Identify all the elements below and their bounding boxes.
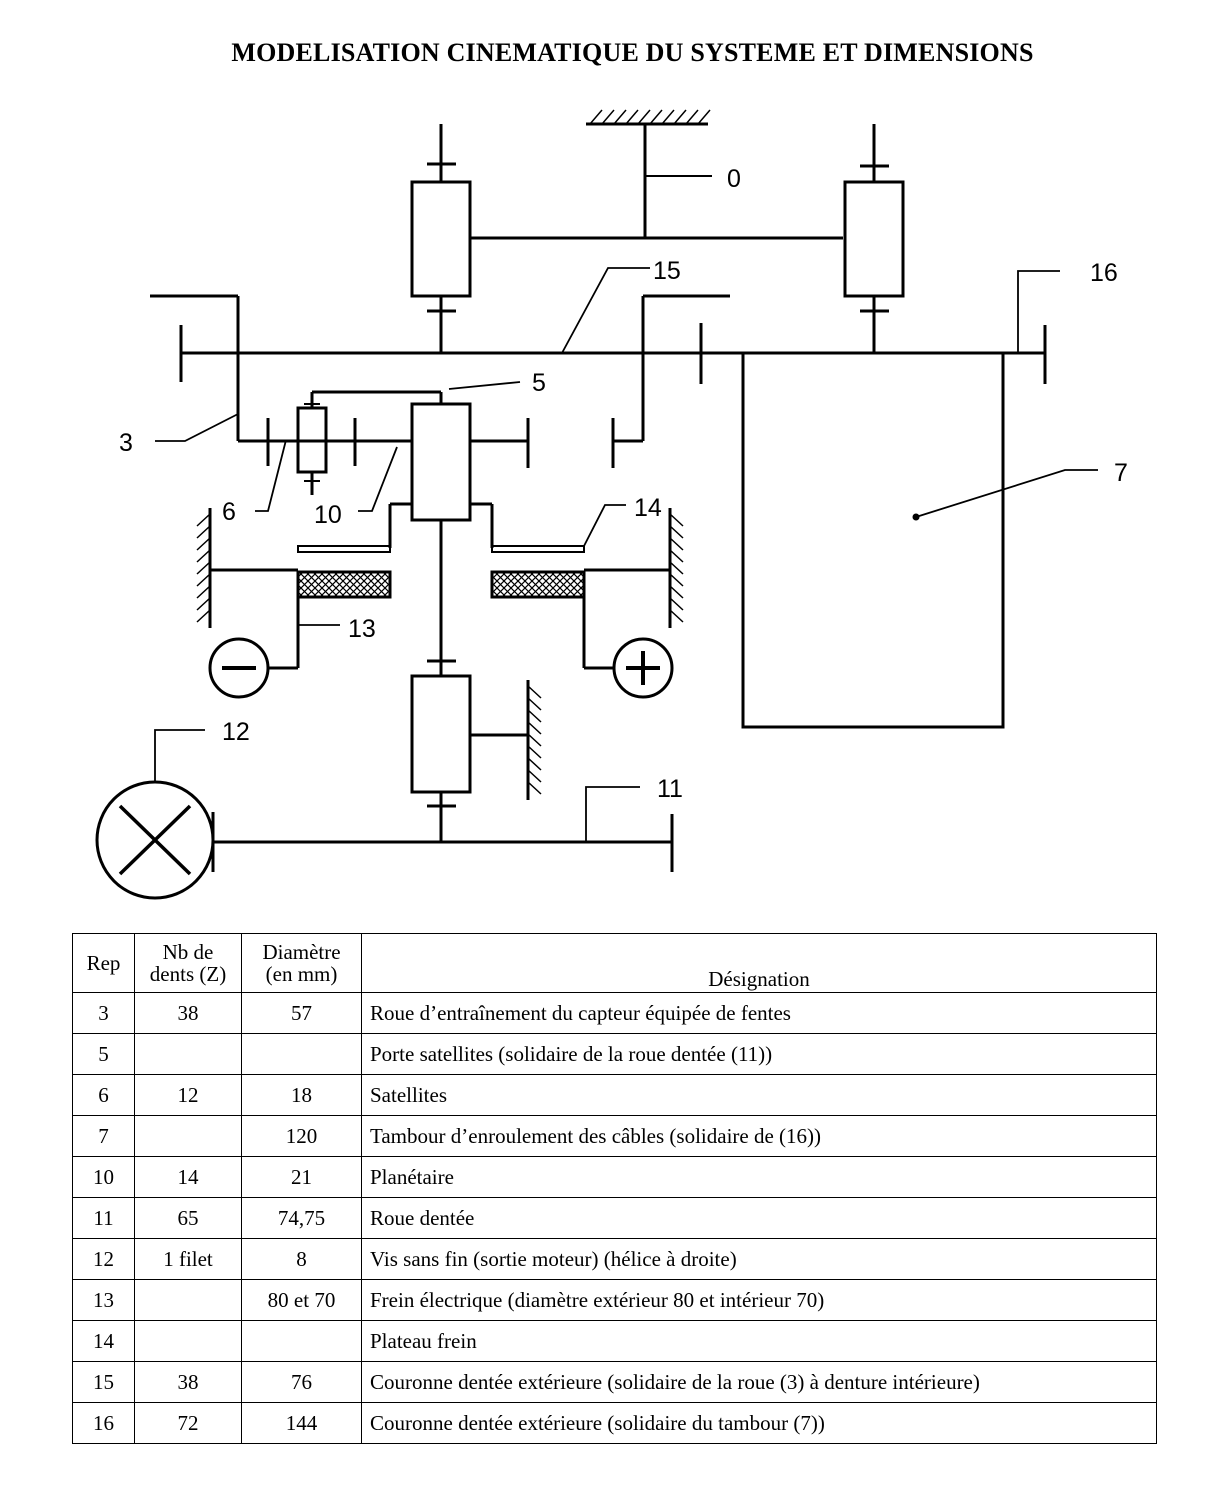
label-0: 0 bbox=[727, 165, 741, 193]
label-11: 11 bbox=[657, 775, 683, 803]
table-row: 14 Plateau frein bbox=[72, 1320, 1157, 1362]
cell-teeth bbox=[134, 1033, 242, 1075]
cell-diameter: 18 bbox=[241, 1074, 362, 1116]
cell-designation: Frein électrique (diamètre extérieur 80 … bbox=[361, 1279, 1157, 1321]
header-rep: Rep bbox=[72, 933, 135, 993]
label-16: 16 bbox=[1090, 259, 1118, 287]
cell-teeth: 65 bbox=[134, 1197, 242, 1239]
cell-diameter bbox=[241, 1320, 362, 1362]
cell-rep: 10 bbox=[72, 1156, 135, 1198]
cell-designation: Roue dentée bbox=[361, 1197, 1157, 1239]
cell-diameter: 21 bbox=[241, 1156, 362, 1198]
label-7: 7 bbox=[1114, 459, 1128, 487]
drum-7 bbox=[741, 351, 1005, 729]
cell-rep: 6 bbox=[72, 1074, 135, 1116]
cell-teeth: 14 bbox=[134, 1156, 242, 1198]
cell-designation: Porte satellites (solidaire de la roue d… bbox=[361, 1033, 1157, 1075]
electric-brake-13 bbox=[196, 508, 684, 699]
label-12: 12 bbox=[222, 718, 250, 746]
cell-teeth bbox=[134, 1115, 242, 1157]
cell-diameter: 8 bbox=[241, 1238, 362, 1280]
bearing-upper-left bbox=[410, 124, 472, 353]
cell-designation: Couronne dentée extérieure (solidaire de… bbox=[361, 1361, 1157, 1403]
cell-designation: Couronne dentée extérieure (solidaire du… bbox=[361, 1402, 1157, 1444]
label-6: 6 bbox=[222, 498, 236, 526]
cell-designation: Plateau frein bbox=[361, 1320, 1157, 1362]
cell-rep: 16 bbox=[72, 1402, 135, 1444]
kinematic-diagram: 0 15 16 5 3 7 6 10 14 13 12 11 bbox=[95, 109, 1128, 900]
cell-rep: 14 bbox=[72, 1320, 135, 1362]
cell-designation: Satellites bbox=[361, 1074, 1157, 1116]
cell-diameter: 57 bbox=[241, 992, 362, 1034]
cell-diameter: 80 et 70 bbox=[241, 1279, 362, 1321]
carrier-5 bbox=[410, 392, 472, 676]
label-15: 15 bbox=[653, 257, 681, 285]
table-row: 5 Porte satellites (solidaire de la roue … bbox=[72, 1033, 1157, 1075]
label-14: 14 bbox=[634, 494, 662, 522]
label-13: 13 bbox=[348, 615, 376, 643]
satellite-6 bbox=[296, 390, 441, 495]
brake-plate-14 bbox=[297, 502, 585, 553]
cell-rep: 3 bbox=[72, 992, 135, 1034]
cell-designation: Vis sans fin (sortie moteur) (hélice à d… bbox=[361, 1238, 1157, 1280]
bearing-lower bbox=[410, 674, 542, 842]
page-title: MODELISATION CINEMATIQUE DU SYSTEME ET D… bbox=[231, 38, 1034, 67]
wheel-3-right bbox=[611, 294, 730, 468]
cell-teeth: 38 bbox=[134, 1361, 242, 1403]
cell-teeth: 72 bbox=[134, 1402, 242, 1444]
cell-diameter: 76 bbox=[241, 1361, 362, 1403]
planetary-10 bbox=[268, 418, 530, 468]
cell-teeth: 1 filet bbox=[134, 1238, 242, 1280]
cell-rep: 13 bbox=[72, 1279, 135, 1321]
cell-rep: 15 bbox=[72, 1361, 135, 1403]
cell-rep: 5 bbox=[72, 1033, 135, 1075]
cell-diameter: 74,75 bbox=[241, 1197, 362, 1239]
leader-lines bbox=[154, 267, 1098, 842]
label-5: 5 bbox=[532, 369, 546, 397]
cell-diameter: 120 bbox=[241, 1115, 362, 1157]
label-10: 10 bbox=[314, 501, 342, 529]
worm-screw-12 bbox=[95, 780, 215, 900]
cell-diameter bbox=[241, 1033, 362, 1075]
bearing-upper-right bbox=[843, 124, 905, 353]
cell-designation: Tambour d’enroulement des câbles (solida… bbox=[361, 1115, 1157, 1157]
cell-teeth bbox=[134, 1279, 242, 1321]
cell-teeth bbox=[134, 1320, 242, 1362]
frame-0-ground bbox=[470, 109, 843, 240]
cell-designation: Roue d’entraînement du capteur équipée d… bbox=[361, 992, 1157, 1034]
cell-teeth: 38 bbox=[134, 992, 242, 1034]
wheel-3 bbox=[150, 294, 270, 466]
header-designation: Désignation bbox=[361, 933, 1157, 993]
cell-diameter: 144 bbox=[241, 1402, 362, 1444]
cell-designation: Planétaire bbox=[361, 1156, 1157, 1198]
cell-rep: 11 bbox=[72, 1197, 135, 1239]
cell-teeth: 12 bbox=[134, 1074, 242, 1116]
header-diameter: Diamètre(en mm) bbox=[241, 933, 362, 993]
cell-rep: 7 bbox=[72, 1115, 135, 1157]
label-3: 3 bbox=[119, 429, 133, 457]
cell-rep: 12 bbox=[72, 1238, 135, 1280]
